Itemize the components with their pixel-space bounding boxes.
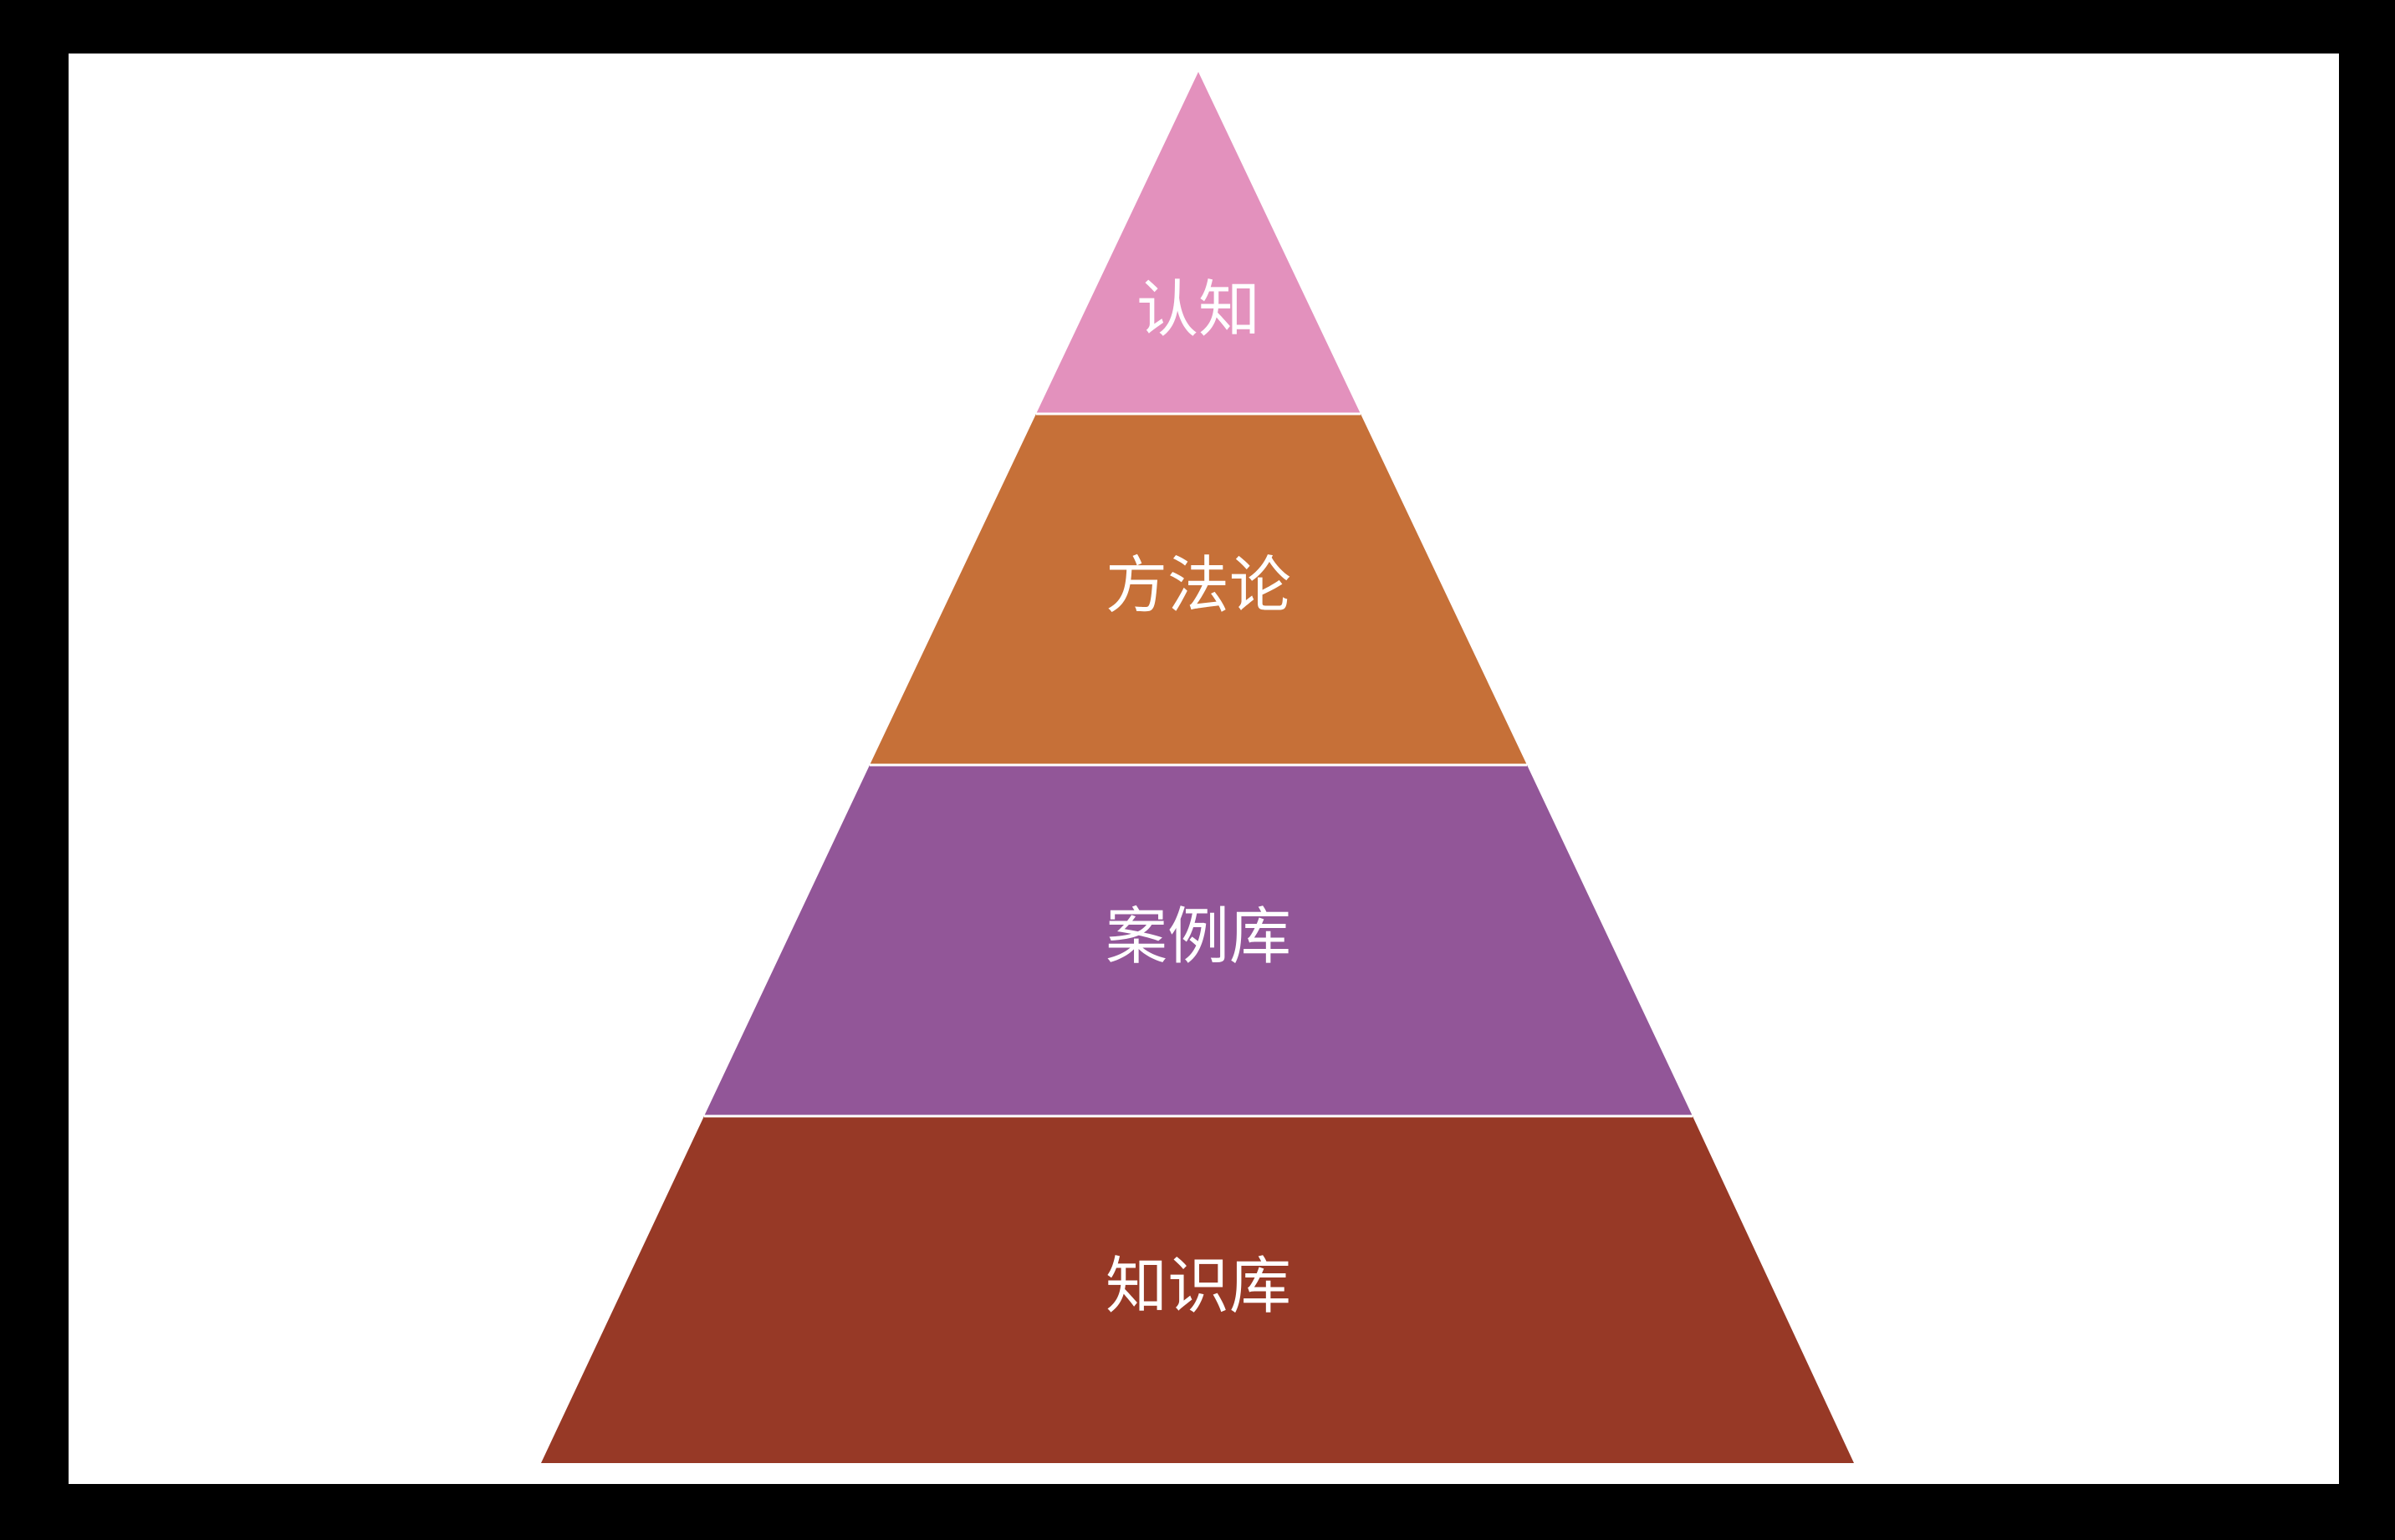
pyramid-layer-cognition	[1036, 72, 1361, 414]
pyramid-layer-knowledge-base	[541, 1116, 1854, 1463]
pyramid-layer-methodology	[870, 414, 1527, 765]
label-knowledge-base: 知识库	[1106, 1251, 1291, 1323]
pyramid-layer-case-library	[704, 765, 1693, 1116]
label-methodology: 方法论	[1106, 550, 1291, 622]
label-cognition: 认知	[1136, 274, 1260, 346]
label-case-library: 案例库	[1106, 901, 1291, 973]
